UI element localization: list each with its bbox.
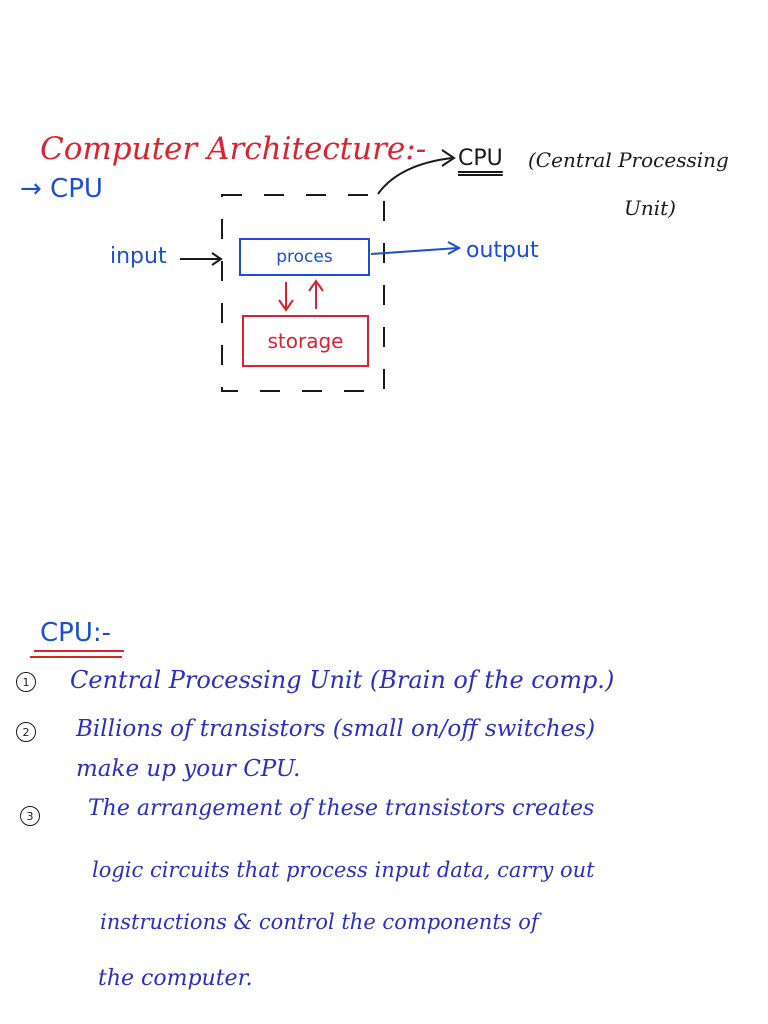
input-arrowhead [211, 252, 223, 266]
down-arrowhead [278, 299, 294, 312]
cpu-label: CPU [458, 146, 503, 171]
cpu-subheading: → CPU [20, 174, 103, 204]
output-arrow [370, 247, 459, 255]
process-box: proces [239, 238, 370, 276]
cpu-pointer-arrowhead [441, 149, 456, 167]
process-label: proces [276, 247, 333, 267]
output-arrowhead [447, 241, 462, 255]
list-item-1-badge: 1 [16, 672, 36, 692]
list-item-2-line-2: make up your CPU. [76, 756, 301, 782]
cpu-boundary [221, 194, 385, 392]
storage-box: storage [242, 315, 369, 367]
notes-heading: CPU:- [40, 618, 112, 648]
up-arrowhead [308, 279, 324, 292]
cpu-pointer-arrow [377, 157, 453, 195]
list-item-2-line-1: Billions of transistors (small on/off sw… [76, 716, 596, 742]
cpu-full-name-line2: Unit) [624, 196, 676, 220]
list-item-3-line-3: instructions & control the components of [100, 910, 539, 934]
list-item-2-badge: 2 [16, 722, 36, 742]
list-item-3-badge: 3 [20, 806, 40, 826]
list-item-3-line-4: the computer. [98, 966, 253, 991]
input-label: input [110, 244, 167, 269]
list-item-3-line-1: The arrangement of these transistors cre… [88, 796, 595, 821]
list-item-3-line-2: logic circuits that process input data, … [92, 858, 595, 882]
cpu-full-name-line1: (Central Processing [528, 148, 729, 172]
output-label: output [466, 238, 539, 263]
storage-label: storage [267, 329, 344, 353]
list-item-1-line-1: Central Processing Unit (Brain of the co… [70, 666, 615, 694]
page-title: Computer Architecture:- [40, 131, 427, 167]
